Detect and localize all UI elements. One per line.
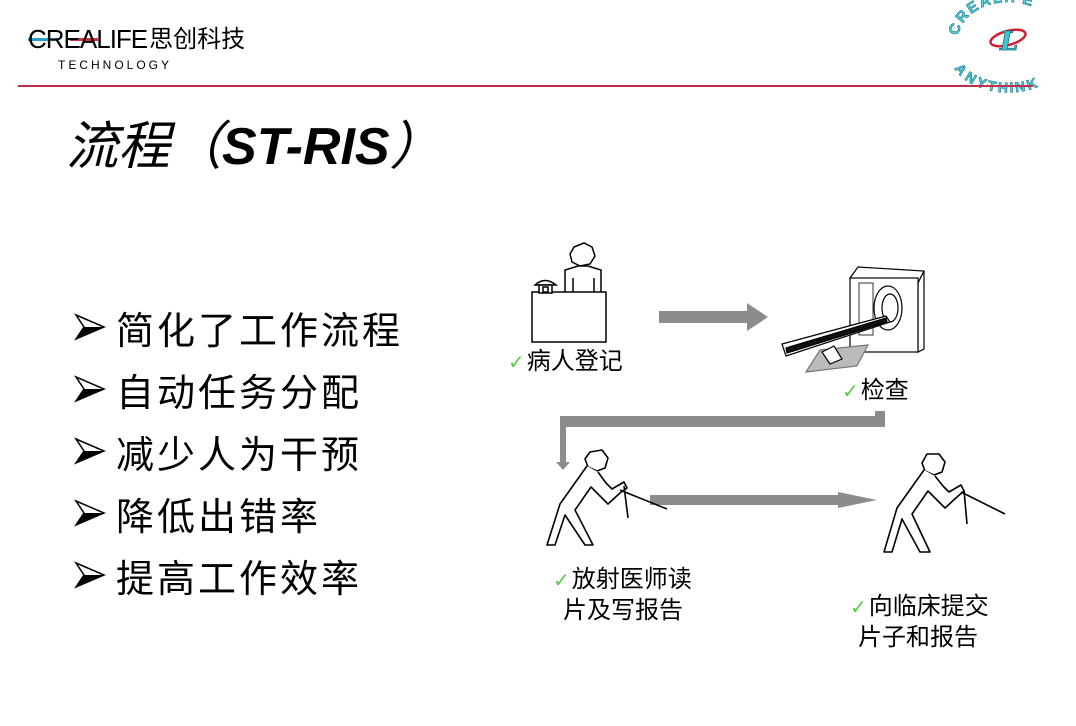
logo-brand-text: CREALIFE [28,24,148,54]
logo-subtitle: TECHNOLOGY [58,58,173,72]
arrowhead-bullet-icon [73,375,106,403]
arrowhead-bullet-icon [73,561,106,589]
reception-desk-icon [531,242,607,343]
feature-text: 降低出错率 [116,494,322,539]
feature-text: 自动任务分配 [116,370,363,415]
page-title: 流程（ST-RIS） [66,112,442,182]
title-paren-close: ） [389,117,442,177]
logo-accent-bar [70,38,98,41]
header-divider [18,85,1033,87]
check-icon: ✓ [508,350,525,374]
feature-text: 简化了工作流程 [116,308,404,353]
feature-item: 降低出错率 [73,482,403,544]
feature-text: 提高工作效率 [116,556,363,601]
arrowhead-bullet-icon [73,313,106,341]
step-label-line: 病人登记 [526,347,623,375]
step-label-submit: ✓向临床提交 片子和报告 [850,591,989,652]
check-icon: ✓ [553,568,570,592]
emblem-icon: CREALIFE ANYTHINK L [945,0,1039,96]
crealife-emblem: CREALIFE ANYTHINK L [945,0,1066,96]
emblem-letter: L [999,27,1018,57]
title-paren-open: （ [170,117,223,177]
step-label-line: 片子和报告 [858,623,978,651]
step-label-exam: ✓检查 [842,375,909,406]
check-icon: ✓ [850,595,867,619]
step-label-line: 向临床提交 [868,592,989,620]
step-label-line: 检查 [860,376,909,404]
title-english: ST-RIS [222,118,390,176]
feature-list: 简化了工作流程 自动任务分配 减少人为干预 降低出错率 提高工作效率 [73,296,404,606]
clinician-figure-icon [883,453,1006,553]
logo-chinese-text: 思创科技 [149,25,246,53]
ct-scanner-icon [781,266,925,373]
step-label-line: 放射医师读 [571,565,692,593]
flow-arrow [556,411,885,470]
emblem-swoosh [989,28,1027,48]
feature-text: 减少人为干预 [116,432,363,477]
feature-item: 自动任务分配 [73,358,403,420]
step-label-line: 片及写报告 [563,596,683,624]
flow-arrow [650,492,877,508]
radiologist-figure-icon [546,449,668,546]
title-chinese: 流程 [66,117,171,177]
arrowhead-bullet-icon [73,499,106,527]
arrowhead-bullet-icon [73,437,106,465]
flow-arrow [659,303,768,331]
feature-item: 减少人为干预 [73,420,403,482]
step-label-reading: ✓放射医师读 片及写报告 [553,564,692,625]
step-label-registration: ✓病人登记 [508,346,623,377]
feature-item: 简化了工作流程 [73,296,404,358]
logo-accent-bar [28,38,58,41]
feature-item: 提高工作效率 [73,544,403,606]
check-icon: ✓ [842,379,859,403]
